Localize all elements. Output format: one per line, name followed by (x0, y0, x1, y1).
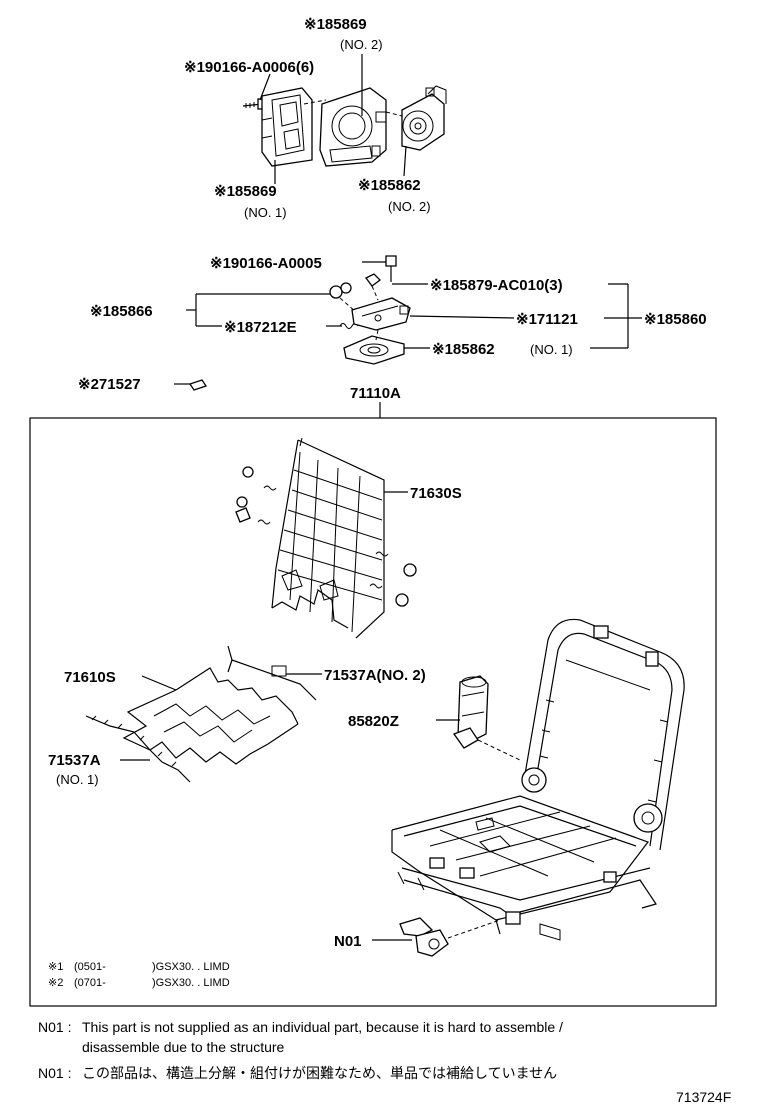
callout-90166-a0006: ※190166-A0006(6) (184, 59, 314, 76)
note-en-line2: disassemble due to the structure (82, 1039, 285, 1055)
callout-71537a-no1-sub: (NO. 1) (56, 772, 99, 787)
motor-85820z-drawing (436, 675, 521, 761)
wire-71537a-no2-drawing (227, 645, 322, 701)
callout-85869-no1-sub: (NO. 1) (244, 205, 287, 220)
callout-71110a: 71110A (350, 385, 401, 402)
legend-row2-range: (0701- (74, 977, 106, 989)
recliner-cover-group (242, 54, 447, 184)
note-jp-line1: この部品は、構造上分解・組付けが困難なため、単品では補給していません (82, 1065, 557, 1081)
cover-85869-no2-drawing (319, 87, 387, 167)
callout-85862-no2-code: ※185862 (358, 177, 421, 194)
actuator-n01-drawing (372, 917, 501, 957)
callout-85862-no2-sub: (NO. 2) (388, 199, 431, 214)
figure-id: 713724F (676, 1089, 731, 1105)
callout-71537a-no2: 71537A(NO. 2) (324, 667, 426, 684)
note-jp-label: N01 : (38, 1065, 71, 1081)
callout-87212e: ※187212E (224, 319, 297, 336)
callout-85869-no2-code: ※185869 (304, 16, 367, 33)
callout-90166-a0005: ※190166-A0005 (210, 255, 322, 272)
legend-row1-mark: ※1 (48, 961, 63, 973)
seat-spring-71610s-drawing (122, 667, 299, 765)
callout-n01: N01 (334, 933, 362, 950)
note-en-line1: This part is not supplied as an individu… (82, 1019, 563, 1035)
cap-71527-drawing (188, 379, 208, 391)
callout-71121: ※171121 (516, 311, 578, 328)
legend-row1-model: )GSX30. . LIMD (152, 961, 230, 973)
callout-71630s: 71630S (410, 485, 462, 502)
legend-row2-model: )GSX30. . LIMD (152, 977, 230, 989)
assembly-71110a-frame-box (29, 417, 717, 1007)
cover-85869-no1-drawing (261, 87, 313, 167)
applicability-legend: ※1 (0501- )GSX30. . LIMD ※2 (0701- )GSX3… (48, 961, 230, 989)
callout-85862-no1-code: ※185862 (432, 341, 495, 358)
callout-85869-no1-code: ※185869 (214, 183, 277, 200)
callout-85860: ※185860 (644, 311, 707, 328)
legend-row2-mark: ※2 (48, 977, 63, 989)
legend-row1-range: (0501- (74, 961, 106, 973)
callout-85820z: 85820Z (348, 713, 399, 730)
seat-frame-assembly-drawing (391, 618, 685, 941)
callout-85862-no1-sub: (NO. 1) (530, 342, 573, 357)
callout-85869-no2-sub: (NO. 2) (340, 37, 383, 52)
recliner-85862-no2-drawing (401, 85, 447, 151)
callout-85866: ※185866 (90, 303, 153, 320)
seatback-spring-71630s-drawing (235, 437, 417, 639)
callout-71537a-no1-code: 71537A (48, 752, 101, 769)
callout-85879-ac010: ※185879-AC010(3) (430, 277, 563, 294)
callout-71610s: 71610S (64, 669, 116, 686)
note-en-label: N01 : (38, 1019, 71, 1035)
callout-71527: ※271527 (78, 376, 141, 393)
recliner-no1-group (186, 255, 642, 365)
wire-71537a-no1-drawing (85, 715, 191, 783)
notes-block: N01 : This part is not supplied as an in… (38, 1019, 563, 1081)
